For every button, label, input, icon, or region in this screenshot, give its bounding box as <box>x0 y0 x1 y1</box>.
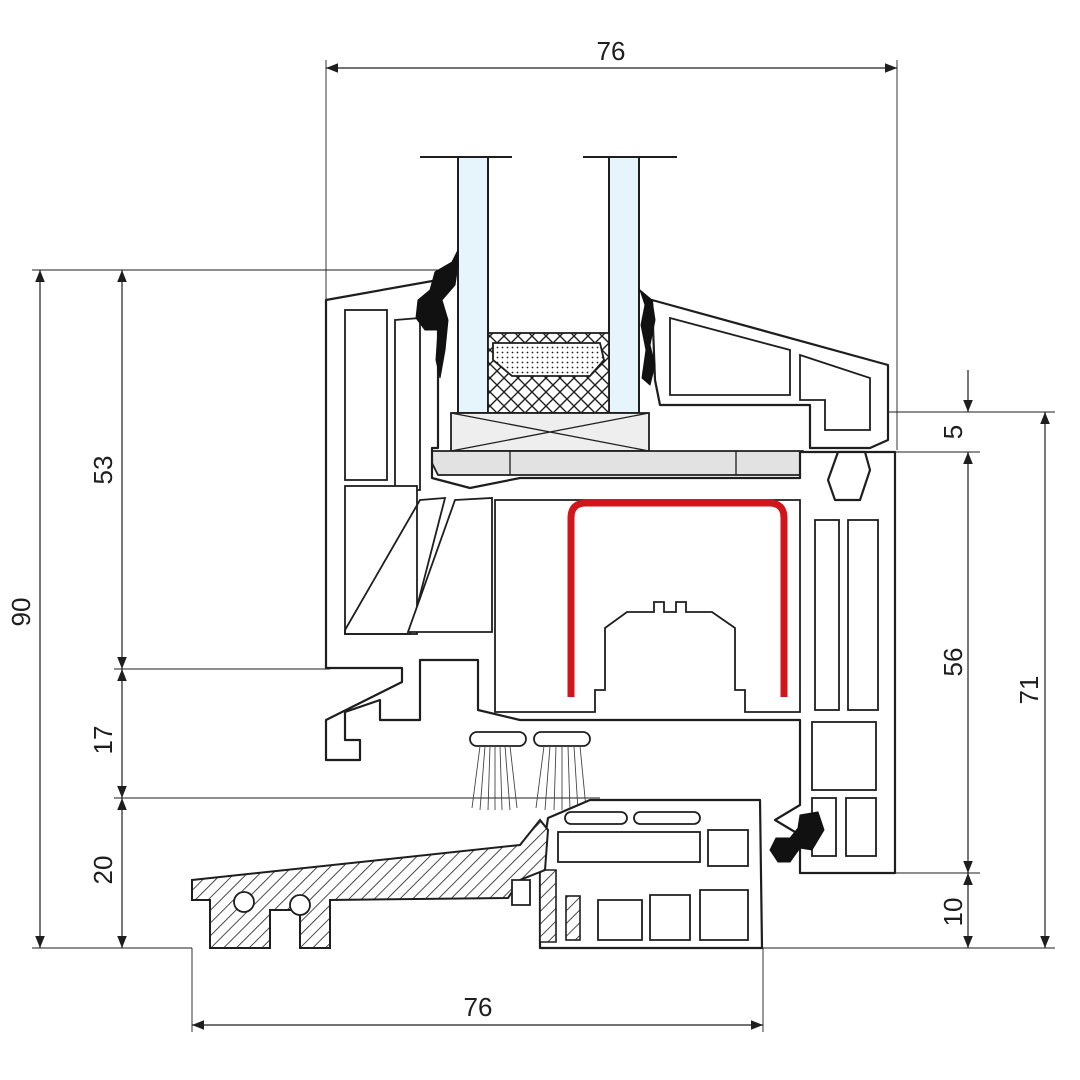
frame-chamber-tall-2 <box>847 519 879 711</box>
glazing-bridge <box>431 450 812 476</box>
brush-seal-bristles-2 <box>535 745 587 811</box>
dim-label-frame-height-71: 71 <box>1014 676 1044 705</box>
sash-chamber-4 <box>344 497 447 635</box>
sill-drip <box>511 879 531 906</box>
sash-chamber-5 <box>406 497 493 633</box>
threshold-sill <box>191 798 764 950</box>
dim-label-sill-height: 20 <box>88 856 118 885</box>
gasket-frame-seal <box>769 811 825 863</box>
dim-label-bottom-10: 10 <box>938 898 968 927</box>
brush-seal-bristles-1 <box>471 745 518 811</box>
threshold-chamber-2 <box>707 829 749 867</box>
sash-chamber-1 <box>344 309 388 481</box>
dimensions-group: 76 76 90 53 17 20 5 56 <box>6 36 1055 1032</box>
dim-label-frame-width: 76 <box>597 36 626 66</box>
gaskets <box>415 249 825 863</box>
dim-label-sill-width: 76 <box>464 992 493 1022</box>
glazing-bead-chamber-1 <box>669 316 791 396</box>
outer-sill-hatched <box>191 818 550 949</box>
glazing-block-cross <box>450 412 650 452</box>
glass-pane-outer <box>457 156 489 414</box>
glass-pane-inner <box>608 156 640 414</box>
dim-label-gap-17: 17 <box>88 726 118 755</box>
brush-seal-holder-2 <box>533 731 591 747</box>
threshold-hatched-core <box>565 895 581 941</box>
gasket-outer-glazing <box>415 249 459 379</box>
threshold-slot-1 <box>564 811 628 825</box>
sill-hole-2 <box>289 894 311 916</box>
glazing-bead-chamber-2 <box>799 353 871 431</box>
dim-label-sash-height: 53 <box>88 456 118 485</box>
frame-chamber-low-2 <box>845 797 877 857</box>
sill-hole-1 <box>233 891 255 913</box>
steel-reinforcement <box>567 499 788 697</box>
glazing-unit <box>420 156 812 476</box>
threshold-slot-2 <box>633 811 701 825</box>
dim-label-rebate-5: 5 <box>938 425 968 439</box>
gasket-inner-glazing <box>638 288 656 386</box>
frame-chamber-mid <box>811 721 877 791</box>
threshold-chamber-4 <box>649 894 691 941</box>
threshold-chamber-3 <box>597 899 643 941</box>
threshold-chamber-5 <box>699 889 749 941</box>
dim-label-frame-height-56: 56 <box>938 648 968 677</box>
sash-chamber-2 <box>394 317 421 491</box>
frame-chamber-tall-1 <box>814 519 840 711</box>
brush-seal-holder-1 <box>469 731 527 747</box>
threshold-hatched-insert <box>539 869 557 943</box>
spacer-bar <box>492 342 605 377</box>
threshold-chamber-1 <box>557 831 701 863</box>
brush-seals <box>469 731 591 811</box>
frame-hook <box>826 450 872 502</box>
dim-label-total-height: 90 <box>6 598 36 627</box>
